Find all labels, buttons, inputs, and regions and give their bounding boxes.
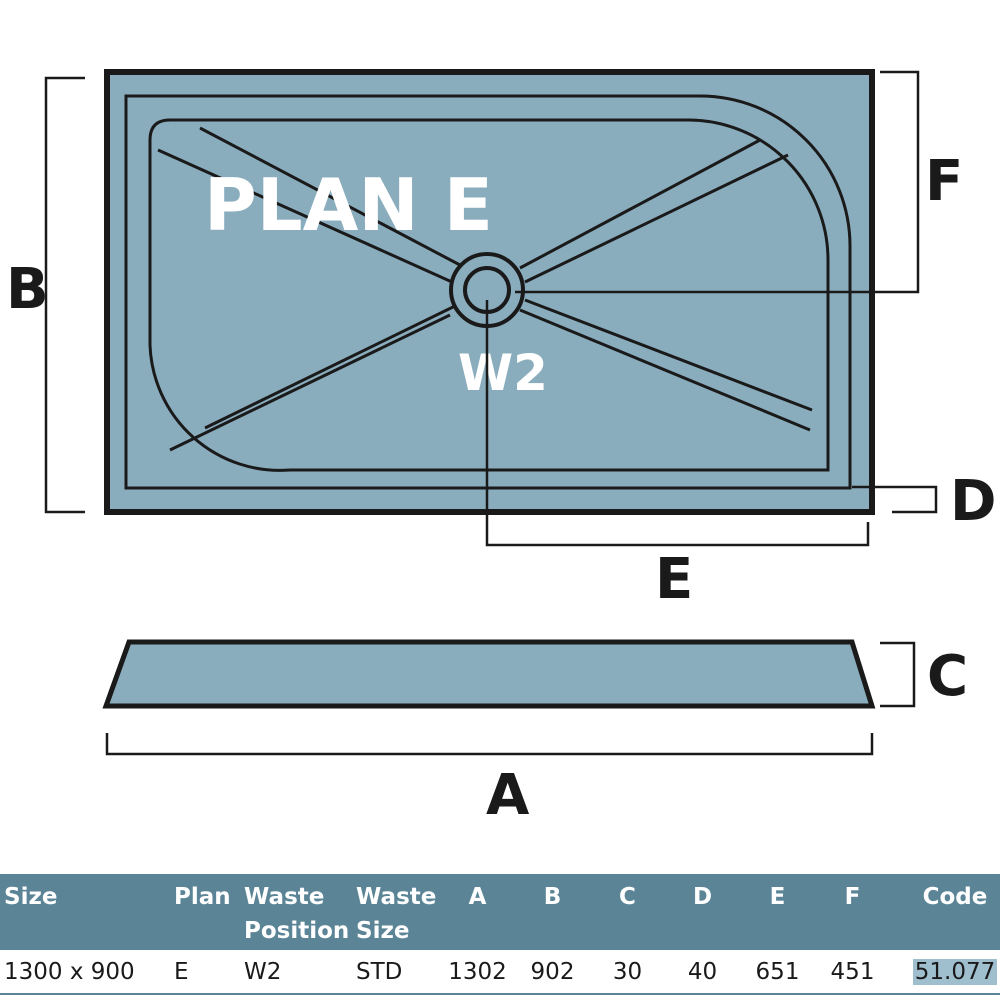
table-row: 1300 x 900 E W2 STD 1302 902 30 40 651 4…	[0, 950, 1000, 995]
cell-code[interactable]: 51.077	[890, 950, 1000, 995]
cell-waste-position: W2	[240, 950, 352, 995]
dim-a-bracket	[105, 733, 874, 756]
dim-label-d: D	[950, 469, 996, 534]
header-waste-size: Waste Size	[352, 874, 440, 950]
header-f: F	[815, 874, 890, 950]
header-plan: Plan	[170, 874, 240, 950]
shower-tray-diagram: PLAN E W2 B F D E C A	[6, 69, 996, 828]
header-d: D	[665, 874, 740, 950]
spec-table: Size Plan Waste Position Waste Size A B …	[0, 874, 1000, 995]
tray-rim-line	[124, 94, 852, 490]
dim-c-bracket	[880, 641, 916, 708]
dim-d-bracket	[852, 485, 938, 514]
dim-label-e: E	[655, 547, 693, 612]
header-b: B	[515, 874, 590, 950]
cell-d: 40	[665, 950, 740, 995]
cell-e: 651	[740, 950, 815, 995]
dim-b-bracket	[44, 76, 85, 514]
slope-ribs	[157, 126, 813, 452]
dimension-lines	[44, 70, 938, 756]
cell-a: 1302	[440, 950, 515, 995]
header-size: Size	[0, 874, 170, 950]
cell-c: 30	[590, 950, 665, 995]
product-code[interactable]: 51.077	[912, 958, 998, 985]
cell-size: 1300 x 900	[0, 950, 170, 995]
plan-title: PLAN E	[204, 163, 493, 247]
side-elevation	[102, 639, 876, 709]
spec-table-header-row: Size Plan Waste Position Waste Size A B …	[0, 874, 1000, 950]
dim-label-f: F	[925, 149, 963, 214]
header-code: Code	[890, 874, 1000, 950]
header-waste-position: Waste Position	[240, 874, 352, 950]
dim-e-bracket	[485, 300, 870, 547]
waste-position-label: W2	[458, 344, 548, 402]
header-e: E	[740, 874, 815, 950]
cell-b: 902	[515, 950, 590, 995]
cell-plan: E	[170, 950, 240, 995]
header-a: A	[440, 874, 515, 950]
dim-label-b: B	[6, 257, 49, 322]
cell-waste-size: STD	[352, 950, 440, 995]
dim-f-bracket	[515, 70, 920, 294]
header-c: C	[590, 874, 665, 950]
tray-basin-edge	[148, 118, 830, 472]
cell-f: 451	[815, 950, 890, 995]
dim-label-c: C	[927, 644, 968, 709]
dim-label-a: A	[486, 763, 530, 828]
